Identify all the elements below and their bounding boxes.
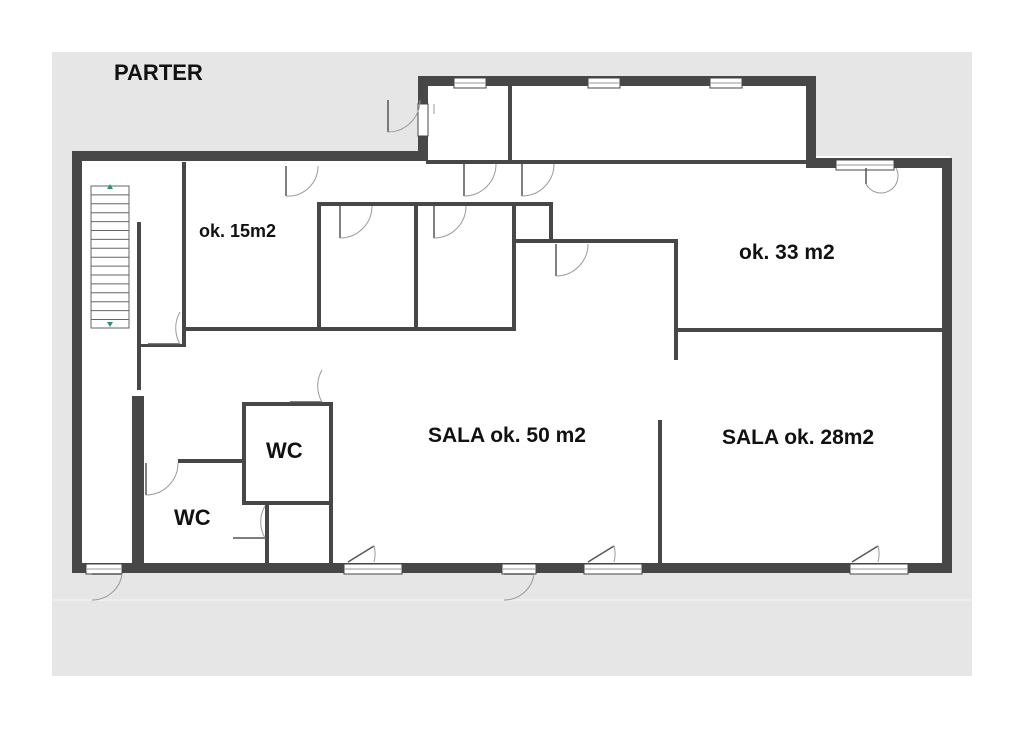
wall-wc1-top bbox=[242, 402, 333, 406]
window bbox=[849, 563, 909, 575]
window bbox=[835, 159, 895, 171]
wall-corridor-lower bbox=[182, 327, 516, 331]
window bbox=[587, 77, 621, 89]
wall-stair-divider bbox=[137, 222, 141, 390]
room-label-15m2: ok. 15m2 bbox=[199, 221, 277, 241]
stair-up-marker bbox=[107, 184, 113, 189]
stair-steps bbox=[91, 194, 129, 320]
floor-title: PARTER bbox=[114, 60, 203, 85]
wall-sala-divider bbox=[658, 420, 662, 566]
door-swing bbox=[387, 99, 421, 133]
wall-closet-bottom bbox=[512, 239, 678, 243]
wall-wc1-right bbox=[329, 402, 333, 566]
wall-annex-divider bbox=[508, 82, 512, 162]
window bbox=[709, 77, 743, 89]
wall-wc2-right bbox=[265, 504, 269, 566]
door-swing bbox=[463, 163, 497, 197]
wall-room15-left bbox=[182, 162, 186, 346]
wall-office-mid bbox=[414, 202, 418, 330]
wall-closet-right bbox=[549, 202, 553, 242]
wall-corridor-upper bbox=[317, 202, 553, 206]
wall-stair-thick bbox=[132, 396, 144, 566]
door-swing bbox=[233, 505, 266, 539]
window bbox=[85, 563, 123, 575]
door-swing bbox=[285, 165, 319, 197]
window bbox=[583, 563, 643, 575]
room-label-sala-50m2: SALA ok. 50 m2 bbox=[428, 424, 586, 447]
room-label-wc-lower: WC bbox=[174, 505, 211, 530]
room-label-33m2: ok. 33 m2 bbox=[739, 241, 835, 264]
wall-room33-left bbox=[674, 239, 678, 360]
wall-left bbox=[72, 151, 82, 573]
windows bbox=[85, 77, 909, 575]
door-swing bbox=[145, 462, 179, 496]
wall-wc1-left bbox=[242, 402, 246, 504]
wall-top-left bbox=[72, 151, 428, 161]
room-label-sala-28m2: SALA ok. 28m2 bbox=[722, 426, 875, 449]
window bbox=[343, 563, 403, 575]
door-swing bbox=[91, 573, 123, 601]
door-swing bbox=[148, 311, 181, 345]
wall-right bbox=[942, 158, 952, 573]
site-area-lower bbox=[52, 600, 972, 676]
door-swing bbox=[587, 545, 616, 563]
wall-room15-right bbox=[317, 202, 321, 330]
stair-down-marker bbox=[107, 322, 113, 327]
window bbox=[417, 103, 435, 137]
window bbox=[453, 77, 487, 89]
door-swing bbox=[339, 205, 373, 239]
door-swing bbox=[521, 163, 555, 197]
staircase bbox=[90, 185, 130, 329]
wall-office-right bbox=[512, 202, 516, 330]
door-swing bbox=[347, 545, 376, 563]
wall-wc-corridor bbox=[178, 459, 246, 463]
wall-wc1-bottom bbox=[242, 501, 333, 505]
doors bbox=[91, 99, 899, 601]
window bbox=[501, 563, 537, 575]
door-swing bbox=[555, 243, 589, 277]
wall-annex-right bbox=[806, 76, 816, 168]
door-swing bbox=[290, 369, 323, 403]
door-swing bbox=[865, 167, 899, 194]
door-swing bbox=[433, 205, 467, 239]
interior-walls bbox=[132, 82, 944, 566]
wall-room33-bottom bbox=[674, 328, 944, 332]
room-label-wc-upper: WC bbox=[266, 438, 303, 463]
wall-annex-inner bbox=[426, 160, 810, 164]
door-swing bbox=[503, 573, 535, 601]
door-swing bbox=[851, 545, 880, 563]
wall-stub-stair bbox=[140, 344, 186, 347]
